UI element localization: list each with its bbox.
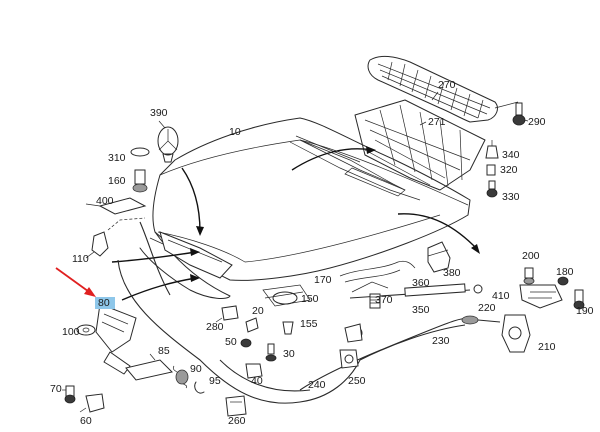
callout-label-110: 110 xyxy=(72,253,89,265)
bolt-180 xyxy=(557,276,569,286)
clip-95 xyxy=(194,381,205,394)
wiring-170 xyxy=(339,260,416,293)
callout-label-95: 95 xyxy=(209,375,221,387)
callout-label-190: 190 xyxy=(576,305,594,317)
clip-290 xyxy=(512,102,529,126)
cowl-grille xyxy=(367,55,498,123)
callout-label-230: 230 xyxy=(432,335,450,347)
clip-340 xyxy=(485,140,499,159)
release-cable xyxy=(117,259,361,404)
hinge-bracket-110 xyxy=(85,231,109,259)
callout-label-200: 200 xyxy=(522,250,540,262)
callout-label-390: 390 xyxy=(150,107,168,119)
callout-label-10: 10 xyxy=(229,126,241,138)
callout-label-400: 400 xyxy=(96,195,114,207)
callout-label-330: 330 xyxy=(502,191,520,203)
callout-label-20: 20 xyxy=(252,305,264,317)
callout-label-280: 280 xyxy=(206,321,224,333)
lock-mechanism xyxy=(262,284,311,307)
clip-280 xyxy=(215,305,239,323)
callout-label-170: 170 xyxy=(314,274,332,286)
seal-ring-310 xyxy=(130,147,150,157)
hood-latch xyxy=(519,284,563,309)
callout-label-270: 270 xyxy=(438,79,456,91)
gas-strut-360 xyxy=(349,283,483,299)
highlight-arrow xyxy=(55,267,96,297)
bracket-60 xyxy=(79,393,105,413)
callout-label-350: 350 xyxy=(412,304,430,316)
callout-label-360: 360 xyxy=(412,277,430,289)
bolt-70 xyxy=(62,385,76,404)
callout-label-70: 70 xyxy=(50,383,62,395)
hood-air-grille xyxy=(354,99,486,191)
callout-label-100: 100 xyxy=(62,326,80,338)
hinge-link-85 xyxy=(125,353,173,381)
callout-label-40: 40 xyxy=(251,375,263,387)
callout-label-85: 85 xyxy=(158,345,170,357)
bolt-50 xyxy=(240,338,252,348)
bolt-160 xyxy=(132,169,148,193)
callout-labels: 10 20 30 40 50 60 70 80 85 90 95 100 110 150 155 160 170… xyxy=(50,79,594,427)
clip-330 xyxy=(486,180,498,198)
callout-label-290: 290 xyxy=(528,116,546,128)
callout-label-50: 50 xyxy=(225,336,237,348)
callout-label-155: 155 xyxy=(300,318,318,330)
cable-guide-250 xyxy=(339,349,359,369)
callout-label-210: 210 xyxy=(538,341,556,353)
spring-370 xyxy=(369,293,381,309)
callout-label-380: 380 xyxy=(443,267,461,279)
callout-label-410: 410 xyxy=(492,290,510,302)
callout-label-320: 320 xyxy=(500,164,518,176)
clip-320 xyxy=(486,164,496,176)
callout-label-340: 340 xyxy=(502,149,520,161)
callout-label-370: 370 xyxy=(375,294,393,306)
handle-160-lower xyxy=(344,323,363,343)
callout-label-150: 150 xyxy=(301,293,319,305)
bolt-30 xyxy=(265,343,277,362)
callout-label-30: 30 xyxy=(283,348,295,360)
release-handle-260 xyxy=(225,395,247,417)
star-emblem xyxy=(157,120,179,163)
callout-label-180: 180 xyxy=(556,266,574,278)
pad-400 xyxy=(85,197,147,215)
highlight-box-80 xyxy=(95,297,115,309)
callout-label-240: 240 xyxy=(308,379,326,391)
clip-40 xyxy=(245,363,263,379)
clip-20 xyxy=(245,317,259,333)
bowden-sleeve-220 xyxy=(461,315,501,325)
washer-100 xyxy=(76,324,96,336)
bolt-190 xyxy=(573,289,585,310)
bolt-200 xyxy=(523,267,535,285)
callout-label-80: 80 xyxy=(98,297,110,309)
callout-label-310: 310 xyxy=(108,152,126,164)
callout-label-90: 90 xyxy=(190,363,202,375)
callout-label-220: 220 xyxy=(478,302,496,314)
callout-label-250: 250 xyxy=(348,375,366,387)
hinge-80 xyxy=(95,303,137,375)
hood-panel xyxy=(139,117,471,299)
spring-90 xyxy=(172,365,189,389)
callout-label-160: 160 xyxy=(108,175,126,187)
callout-label-60: 60 xyxy=(80,415,92,427)
clip-155 xyxy=(282,321,294,335)
callout-label-271: 271 xyxy=(428,116,446,128)
callout-label-260: 260 xyxy=(228,415,246,427)
cable-end-210 xyxy=(501,314,531,353)
buffer-380 xyxy=(427,241,451,273)
